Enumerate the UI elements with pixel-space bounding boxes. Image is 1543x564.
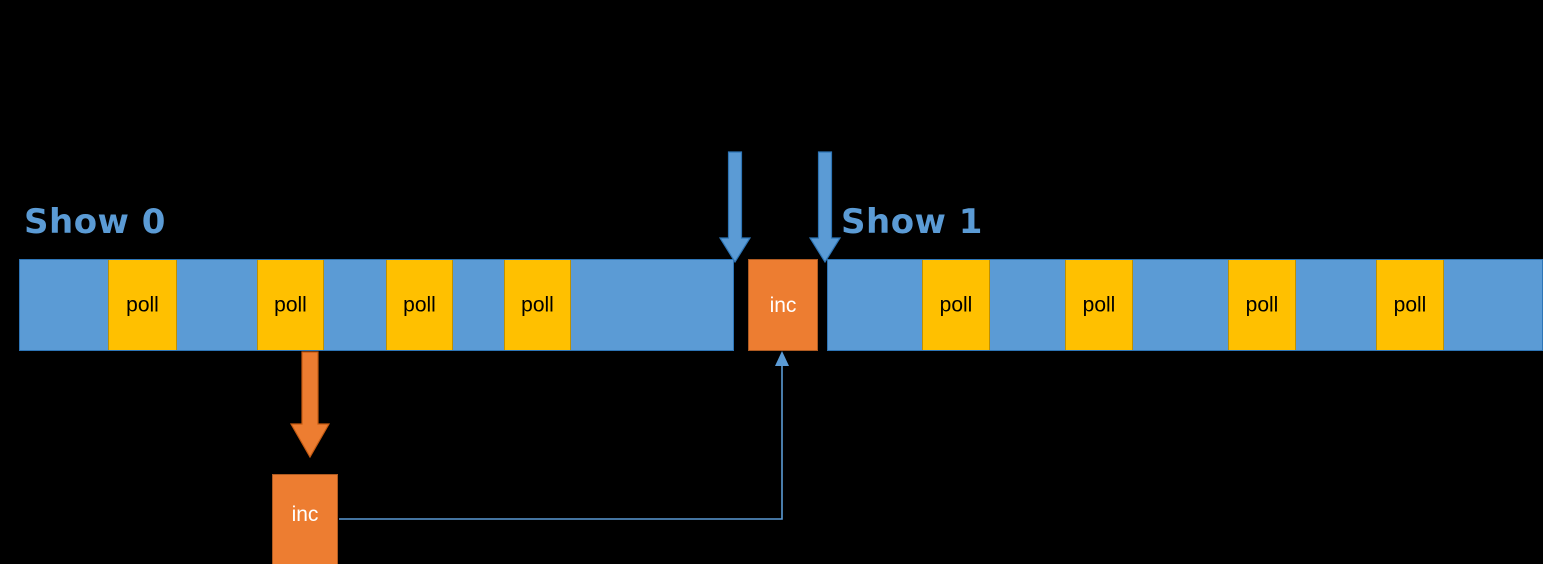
inc-block-detached[interactable]: inc xyxy=(272,474,338,564)
inc-block-inline-label: inc xyxy=(769,293,797,317)
show-1-segment-3-label: poll xyxy=(1082,293,1116,317)
show-1-segment-4-idle xyxy=(1133,260,1228,350)
show-0-segment-5-label: poll xyxy=(403,293,436,317)
show-0-segment-7-label: poll xyxy=(521,293,554,317)
show-0-segment-7-poll[interactable]: poll xyxy=(504,260,571,350)
inc-return-connector-icon xyxy=(339,351,789,520)
show-1-label: Show 1 xyxy=(841,202,983,242)
show-1-segment-5-poll[interactable]: poll xyxy=(1228,260,1296,350)
frame-boundary-arrow-2-icon xyxy=(808,151,842,264)
show-1-segment-2-idle xyxy=(990,260,1065,350)
poll-to-inc-arrow-icon xyxy=(289,351,331,459)
timeline-show-0: poll poll poll poll xyxy=(19,259,734,351)
show-0-segment-3-label: poll xyxy=(274,293,307,317)
show-0-segment-1-label: poll xyxy=(126,293,159,317)
show-1-segment-3-poll[interactable]: poll xyxy=(1065,260,1133,350)
show-1-segment-7-label: poll xyxy=(1393,293,1427,317)
show-1-segment-8-idle xyxy=(1444,260,1542,350)
show-0-segment-3-poll[interactable]: poll xyxy=(257,260,324,350)
show-0-segment-4-idle xyxy=(324,260,386,350)
show-0-segment-1-poll[interactable]: poll xyxy=(108,260,177,350)
inc-block-inline[interactable]: inc xyxy=(748,259,818,351)
show-1-segment-1-poll[interactable]: poll xyxy=(922,260,990,350)
show-1-segment-1-label: poll xyxy=(939,293,973,317)
show-0-segment-8-idle xyxy=(571,260,733,350)
show-0-label: Show 0 xyxy=(24,202,166,242)
show-1-segment-7-poll[interactable]: poll xyxy=(1376,260,1444,350)
inc-block-detached-label: inc xyxy=(291,502,319,526)
show-1-segment-6-idle xyxy=(1296,260,1376,350)
show-0-segment-2-idle xyxy=(177,260,257,350)
show-0-segment-6-idle xyxy=(453,260,504,350)
frame-boundary-arrow-1-icon xyxy=(718,151,752,264)
timeline-show-1: poll poll poll poll xyxy=(827,259,1543,351)
show-0-segment-0-idle xyxy=(20,260,108,350)
show-1-segment-0-idle xyxy=(828,260,922,350)
show-1-segment-5-label: poll xyxy=(1245,293,1279,317)
show-0-segment-5-poll[interactable]: poll xyxy=(386,260,453,350)
